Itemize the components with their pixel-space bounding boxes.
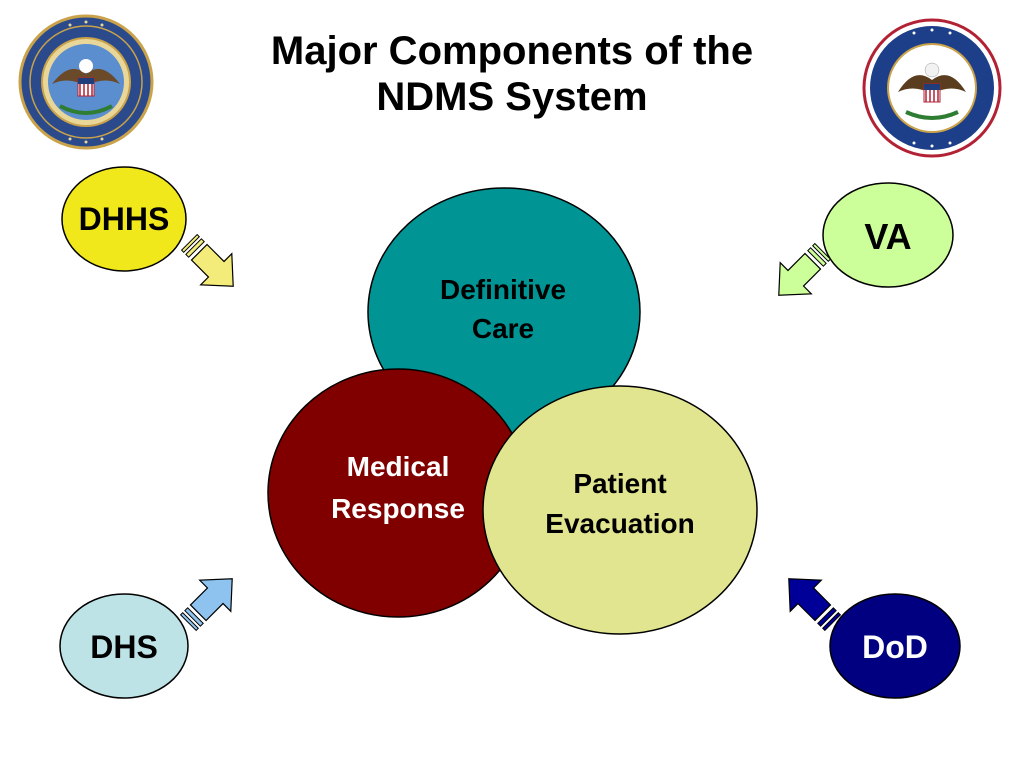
medical-response-label-line-2: Response xyxy=(331,493,465,524)
medical-response-label-line-1: Medical xyxy=(347,451,450,482)
dhs-label: DHS xyxy=(90,629,158,665)
dod-bubble: DoD xyxy=(829,593,961,699)
dod-label: DoD xyxy=(862,629,928,665)
definitive-care-label-line-1: Definitive xyxy=(440,274,566,305)
definitive-care-label-line-2: Care xyxy=(472,313,534,344)
dhhs-bubble: DHHS xyxy=(61,166,187,272)
va-bubble: VA xyxy=(822,182,954,288)
page-title: Major Components of the NDMS System xyxy=(200,28,824,120)
patient-evacuation-label-line-1: Patient xyxy=(573,468,666,499)
dhs-arrow-icon xyxy=(179,578,233,632)
dhhs-arrow-icon xyxy=(180,233,234,287)
dhhs-label: DHHS xyxy=(79,201,170,237)
va-arrow-icon xyxy=(778,242,832,296)
dod-arrow-icon xyxy=(788,578,842,632)
patient-evacuation-circle xyxy=(482,385,758,635)
dhs-bubble: DHS xyxy=(59,593,189,699)
title-line-1: Major Components of the xyxy=(270,29,754,73)
department-of-defense-seal-icon xyxy=(18,14,154,150)
va-label: VA xyxy=(864,216,911,257)
united-states-northern-command-seal-icon xyxy=(862,18,1002,158)
patient-evacuation-label-line-2: Evacuation xyxy=(545,508,694,539)
title-line-2: NDMS System xyxy=(376,75,648,119)
